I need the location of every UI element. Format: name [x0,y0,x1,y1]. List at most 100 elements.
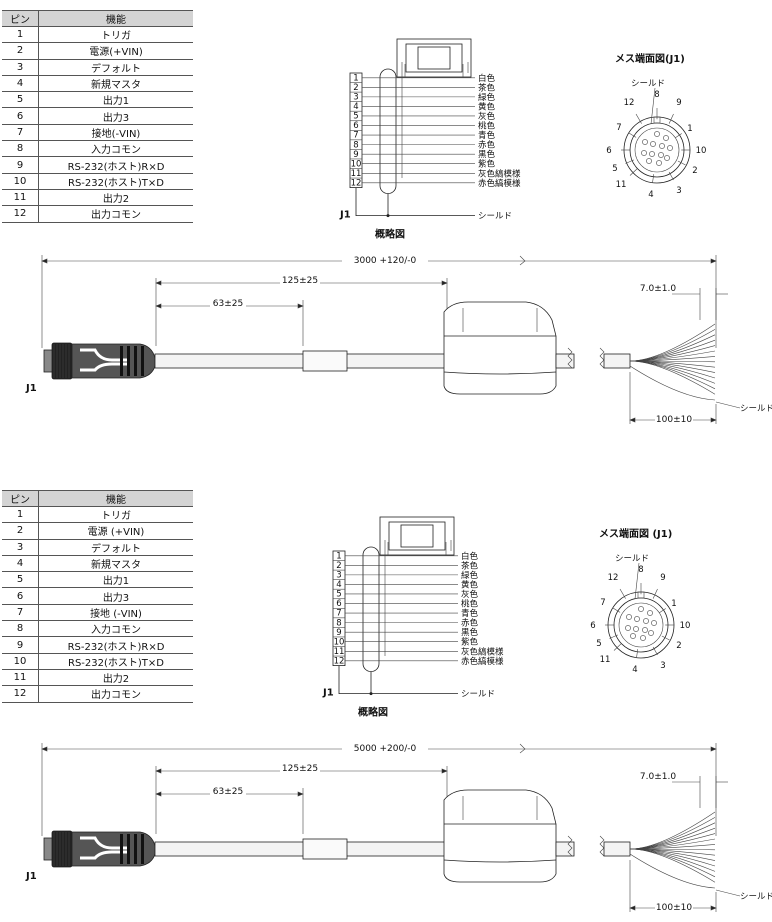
pin-number-label: 6 [336,599,341,609]
j1-label: J1 [339,210,351,221]
fanned-wire [629,848,716,872]
wire-color-label: 黄色 [478,101,496,112]
pin-number: 1 [2,506,39,524]
shield-leader [650,87,656,125]
shield-loop [379,68,397,194]
pin-number-label: 5 [353,112,358,122]
junction-dot [386,214,390,218]
connector-pin [641,150,647,156]
shield-label: シールド [631,79,665,89]
pin-function: 出力コモン [38,685,193,703]
function-column-header: 機能 [38,10,193,27]
dim-125-label: 125±25 [282,276,318,286]
wire-color-label: 灰色 [461,589,479,600]
ground-wire [355,187,388,216]
connector-groove [80,362,130,372]
shield-label: シールド [740,404,772,414]
face-pin-label: 2 [676,641,681,651]
pin-number-label: 5 [336,590,341,600]
pin-number-label: 12 [351,178,362,188]
dim-100-label: 100±10 [656,415,692,425]
pin-function: 出力3 [38,107,193,125]
pin-leader [629,168,638,176]
fanned-wire [629,848,716,878]
wire-color-label: 緑色 [461,570,479,581]
splice-housing [443,301,557,395]
grip-ridge [141,834,144,864]
j1-label: J1 [25,871,37,882]
pin-function: 出力コモン [38,205,193,223]
arrow-head [710,746,717,752]
wire-color-label: 赤色 [461,618,479,629]
arrow-head [441,280,448,286]
pin-number-label: 11 [334,647,345,657]
pin-function: 電源 (+VIN) [38,522,193,540]
pin-leader [652,588,658,599]
face-pin-label: 10 [696,146,707,156]
pin-number: 5 [2,571,39,589]
break-mark [599,347,605,369]
dim-100-label: 100±10 [656,903,692,913]
fanned-wire [629,334,716,362]
pin-number: 11 [2,189,39,207]
pin-number: 3 [2,59,39,76]
pin-number: 4 [2,555,39,573]
wire-color-label: 桃色 [478,121,496,132]
dim-7-label: 7.0±1.0 [640,772,676,782]
pin-number: 2 [2,522,39,540]
pin-function: 出力1 [38,571,193,589]
pin-number: 12 [2,685,39,703]
connector-pin [625,625,631,631]
label-bg [342,742,428,754]
housing-lead [404,64,464,77]
face-pin-label: 5 [612,164,617,174]
arrow-head [155,791,162,797]
fanned-wire [629,822,716,850]
dim-7-label: 7.0±1.0 [640,284,676,294]
arrow-head [155,280,162,286]
pin-number: 6 [2,107,39,125]
pin-number-label: 9 [353,150,358,160]
face-pin-label: 1 [687,124,692,134]
pin-number-label: 3 [353,93,358,103]
shield-drain [629,365,716,401]
pin-number-label: 8 [336,618,341,628]
arrow-head [710,417,717,423]
wire-color-label: 桃色 [461,599,479,610]
connector-groove [80,348,130,362]
shield-loop [362,546,380,672]
shield-label: シールド [461,690,495,700]
connector-inner [405,43,463,73]
pin-number: 4 [2,75,39,93]
schematic-caption: 概略図 [358,706,388,719]
fanned-wire [629,848,716,867]
pin-number: 11 [2,669,39,687]
pin-number: 10 [2,653,39,670]
fanned-wire [629,811,716,850]
cable-jacket [154,841,446,857]
face-pin-label: 6 [606,146,611,156]
wire-color-label: 赤色縞模様 [478,178,521,189]
connector-pin [667,145,673,151]
pin-number-label: 8 [353,140,358,150]
splice-housing [443,789,557,883]
pin-function: RS-232(ホスト)T×D [38,173,193,190]
face-pin-label: 7 [616,123,621,133]
label-bg [280,763,320,773]
wire-color-label: 黄色 [461,579,479,590]
pin-function: 新規マスタ [38,75,193,93]
connector-inner-ring [613,597,669,653]
connector-housing [379,516,455,556]
pin-number: 5 [2,91,39,109]
label-bg [210,786,246,796]
pin-function: 電源(+VIN) [38,42,193,60]
pin-function: 出力3 [38,587,193,605]
face-pin-label: 8 [638,565,643,575]
